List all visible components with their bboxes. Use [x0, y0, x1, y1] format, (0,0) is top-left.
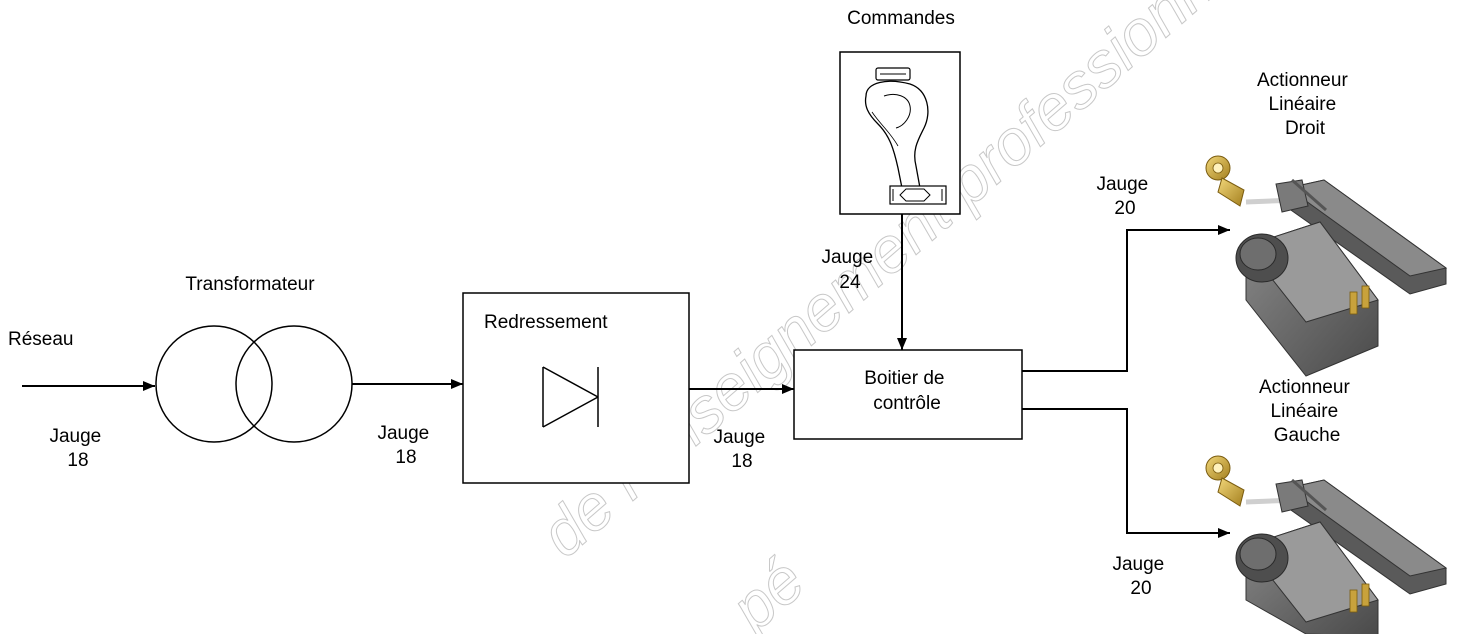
jauge-label-gauche: Jauge 20 — [1112, 554, 1169, 599]
actionneur-gauche-line2: Linéaire — [1271, 401, 1339, 422]
jauge-transfo-number: 18 — [395, 447, 416, 468]
jauge-label-commandes: Jauge 24 — [821, 247, 878, 293]
actionneur-droit-label: Actionneur Linéaire Droit — [1257, 70, 1353, 139]
boitier-gauche-arrow — [1022, 408, 1230, 538]
commandes-label: Commandes — [847, 8, 955, 29]
jauge-droit-number: 20 — [1114, 198, 1135, 219]
jauge-label-transfo: Jauge 18 — [377, 423, 434, 468]
jauge-gauche-number: 20 — [1130, 578, 1151, 599]
watermark-text-2: pé — [715, 544, 817, 634]
redressement-label: Redressement — [484, 312, 608, 333]
jauge-redress-number: 18 — [731, 451, 752, 472]
jauge-transfo-word: Jauge — [377, 423, 429, 444]
actionneur-gauche-label: Actionneur Linéaire Gauche — [1259, 377, 1355, 446]
boitier-label-line2: contrôle — [873, 393, 941, 414]
jauge-label-reseau: Jauge 18 — [49, 426, 106, 471]
jauge-reseau-word: Jauge — [49, 426, 101, 447]
jauge-commandes-number: 24 — [839, 272, 861, 293]
diode-icon — [542, 366, 599, 428]
jauge-redress-word: Jauge — [713, 427, 765, 448]
jauge-droit-word: Jauge — [1096, 174, 1148, 195]
actionneur-droit-line1: Actionneur — [1257, 70, 1349, 91]
jauge-reseau-number: 18 — [67, 450, 88, 471]
boitier-box — [793, 349, 1023, 440]
actionneur-droit-line2: Linéaire — [1269, 94, 1337, 115]
jauge-label-droit: Jauge 20 — [1096, 174, 1153, 219]
jauge-gauche-word: Jauge — [1112, 554, 1164, 575]
reseau-label: Réseau — [8, 329, 74, 350]
actionneur-droit-line3: Droit — [1285, 118, 1326, 139]
joystick-icon — [839, 51, 961, 215]
transformateur-label: Transformateur — [185, 274, 315, 295]
boitier-label-line1: Boitier de — [864, 368, 944, 389]
redressement-box — [462, 292, 690, 484]
jauge-label-redress: Jauge 18 — [713, 427, 770, 472]
actionneur-gauche-line3: Gauche — [1274, 425, 1341, 446]
actionneur-gauche-line1: Actionneur — [1259, 377, 1351, 398]
linear-actuator-icon-2 — [1205, 455, 1448, 634]
linear-actuator-icon — [1205, 155, 1448, 377]
transformer-symbol — [155, 325, 353, 443]
boitier-droit-arrow — [1022, 225, 1230, 372]
jauge-commandes-word: Jauge — [821, 247, 873, 268]
boitier-label: Boitier de contrôle — [864, 368, 950, 414]
